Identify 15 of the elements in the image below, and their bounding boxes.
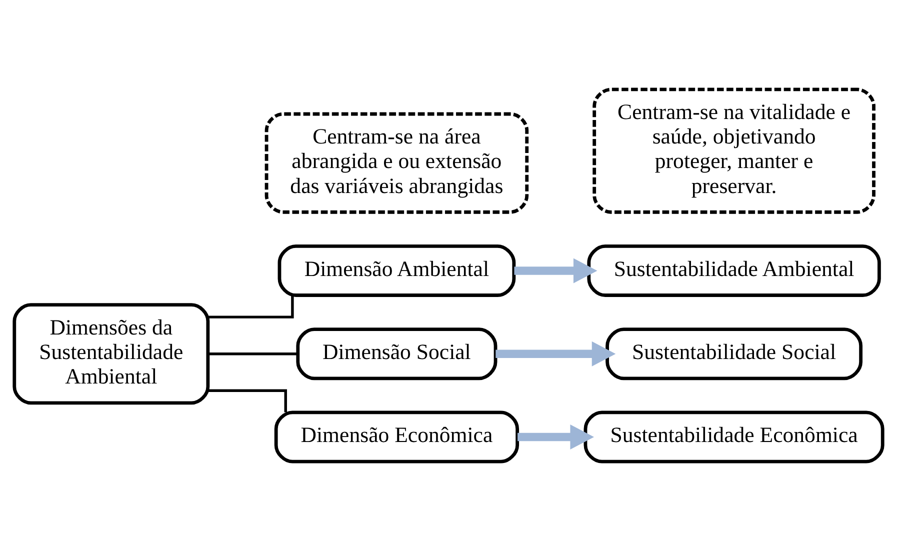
node-box: Dimensões da Sustentabilidade Ambiental <box>12 302 210 404</box>
arrow <box>514 258 598 283</box>
node-box: Centram-se na vitalidade e saúde, objetivando proteger, manter e preservar. <box>592 87 876 214</box>
node-box: Dimensão Ambiental <box>278 244 516 296</box>
node-box: Centram-se na área abrangida e ou extensão das variáveis abrangidas <box>264 112 529 214</box>
node-box: Dimensão Social <box>296 327 498 380</box>
node-box: Sustentabilidade Ambiental <box>587 244 881 296</box>
connector <box>208 295 294 318</box>
connector <box>208 352 298 355</box>
connector <box>208 388 287 412</box>
node-box: Sustentabilidade Econômica <box>584 410 884 463</box>
arrow <box>518 424 594 449</box>
node-box: Dimensão Econômica <box>274 410 520 463</box>
arrow <box>496 340 616 366</box>
node-box: Sustentabilidade Social <box>606 327 862 380</box>
